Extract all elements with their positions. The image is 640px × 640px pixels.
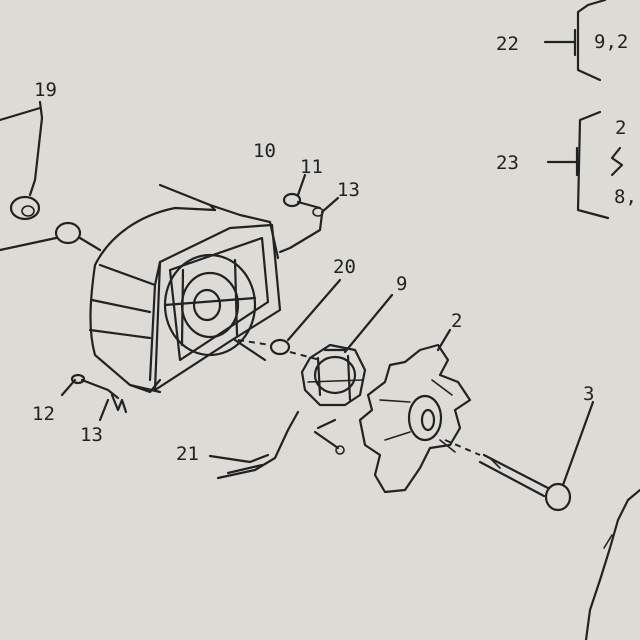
- legend-23-top: 2: [615, 117, 626, 139]
- part-12-13-screw-spring: [60, 373, 128, 422]
- part-21-wire-clip: [208, 410, 345, 480]
- callout-21: 21: [176, 443, 199, 465]
- callout-3: 3: [583, 383, 594, 405]
- part-20-washer: [237, 278, 342, 361]
- part-3-bolt: [478, 400, 595, 512]
- callout-20: 20: [333, 256, 356, 278]
- partial-part-right-edge: [584, 488, 640, 640]
- callout-12: 12: [32, 403, 55, 425]
- callout-9: 9: [396, 273, 407, 295]
- legend-22-bracket: [543, 0, 607, 82]
- callout-11: 11: [300, 156, 323, 178]
- legend-22-text: 9,2: [594, 31, 628, 53]
- part-11-13-bolt-washer: [278, 173, 340, 254]
- callout-13-bottom: 13: [80, 424, 103, 446]
- callout-10: 10: [253, 140, 276, 162]
- callout-19: 19: [34, 79, 57, 101]
- part-10-fan-shroud: [88, 183, 282, 394]
- legend-23-bottom: 8,: [614, 186, 637, 208]
- callout-13-top: 13: [337, 179, 360, 201]
- part-19-grommet: [0, 100, 102, 252]
- legend-23-bracket: [546, 110, 624, 220]
- part-9-hub: [300, 293, 394, 407]
- part-2-fan-blade: [358, 328, 481, 494]
- callout-23: 23: [496, 152, 519, 174]
- callout-2: 2: [451, 310, 462, 332]
- callout-22: 22: [496, 33, 519, 55]
